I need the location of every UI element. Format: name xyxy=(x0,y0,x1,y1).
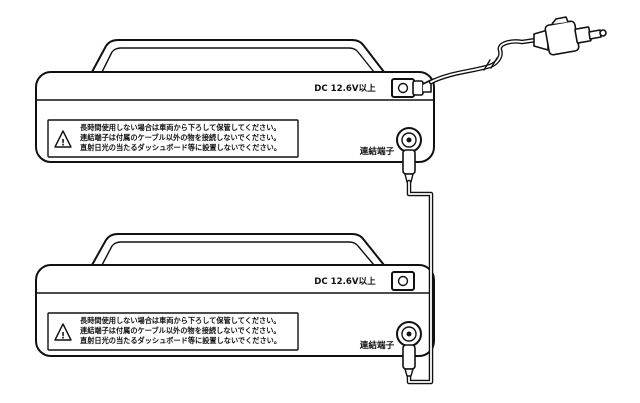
warning-text-line: 連結端子は付属のケーブル以外の物を接続しないでください。 xyxy=(80,326,281,335)
dc-input-port xyxy=(391,271,415,291)
dc-input-port xyxy=(391,78,415,98)
handle xyxy=(91,39,385,73)
cigarette-lighter-plug-icon xyxy=(533,16,607,56)
warning-label-box xyxy=(47,119,299,158)
warning-symbol: ! xyxy=(61,139,65,149)
warning-triangle-icon xyxy=(54,323,72,341)
connector-label: 連結端子 xyxy=(360,339,395,351)
link-cable xyxy=(402,149,434,385)
storage-unit-top xyxy=(35,39,435,163)
warning-symbol: ! xyxy=(61,332,65,342)
warning-triangle-icon xyxy=(54,130,72,148)
connector-label: 連結端子 xyxy=(360,145,395,157)
warning-text-line: 連結端子は付属のケーブル以外の物を接続しないでください。 xyxy=(80,133,281,142)
dc-input-label: DC 12.6V以上 xyxy=(314,82,376,94)
warning-label-box xyxy=(47,312,299,351)
handle xyxy=(91,233,385,266)
dc-input-label: DC 12.6V以上 xyxy=(314,275,376,287)
warning-text-line: 直射日光の当たるダッシュボード等に設置しないでください。 xyxy=(80,143,281,152)
warning-text-line: 直射日光の当たるダッシュボード等に設置しないでください。 xyxy=(80,336,281,345)
warning-text-line: 長時間使用しない場合は車両から下ろして保管してください。 xyxy=(80,123,281,132)
power-cable xyxy=(412,37,539,96)
warning-text-line: 長時間使用しない場合は車両から下ろして保管してください。 xyxy=(80,316,281,325)
storage-unit-bottom xyxy=(35,233,435,357)
